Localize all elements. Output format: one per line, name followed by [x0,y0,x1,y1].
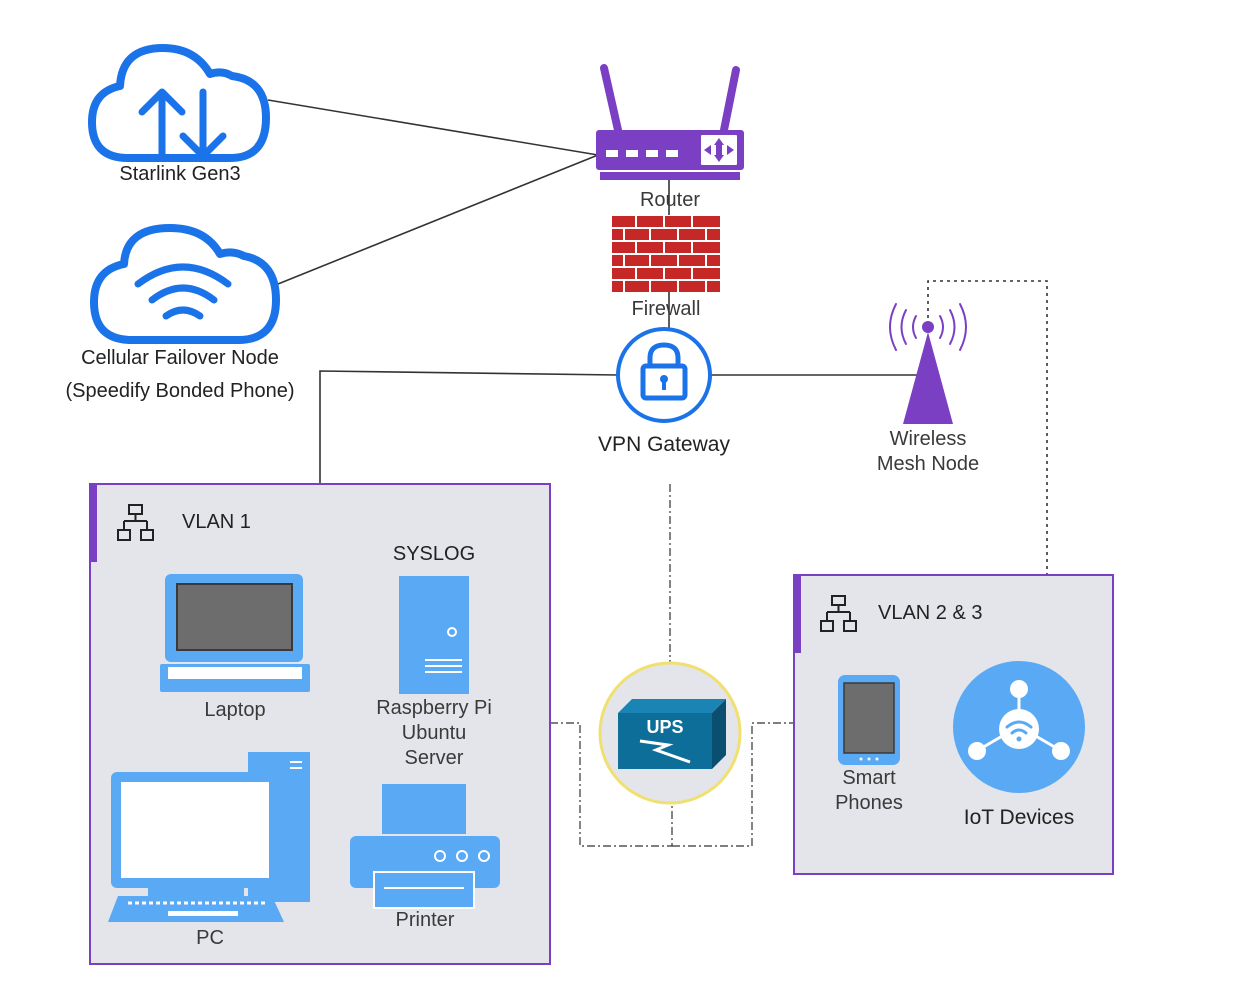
starlink-label: Starlink Gen3 [119,163,241,185]
printer-icon[interactable] [350,784,500,909]
router-antenna-right [720,66,740,134]
lock-body [640,363,688,401]
starlink-cloud-icon[interactable] [88,44,270,162]
syslog-label: SYSLOG [392,543,476,565]
firewall-icon[interactable] [612,216,720,292]
upload-arrow-icon [138,88,186,160]
wifi-center-icon [1005,720,1033,735]
cellular-cloud-icon[interactable] [90,224,280,344]
pc-label: PC [196,927,224,949]
printer-label: Printer [395,909,455,931]
ups-icon[interactable] [598,661,742,805]
vlan23-network-icon [820,595,857,632]
lock-shackle [647,342,681,368]
download-arrow-icon [179,88,227,160]
laptop-label: Laptop [204,699,266,721]
wireless-tower-icon[interactable] [889,303,967,424]
server-label-line3: Server [404,747,464,769]
vlan1-group [89,483,551,965]
server-icon[interactable] [399,576,469,694]
server-label-line1: Raspberry Pi [376,697,492,719]
vpn-gateway-label: VPN Gateway [598,433,730,456]
router-label: Router [639,189,701,211]
laptop-icon[interactable] [160,574,310,692]
link-vpn-vlan1 [319,370,619,484]
vlan23-title: VLAN 2 & 3 [878,602,983,624]
link-cellular-router [277,154,599,285]
link-mesh-vlan23 [927,280,1048,575]
link-starlink-router [267,99,599,156]
firewall-label: Firewall [631,298,701,320]
vlan1-title: VLAN 1 [182,511,251,533]
link-vlan1-ups [550,722,673,847]
phones-label-line1: Smart [842,767,896,789]
router-arrows-icon [704,138,734,162]
router-antenna-left [600,64,622,134]
router-icon[interactable] [596,64,744,180]
cellular-label-line1: Cellular Failover Node [81,347,279,369]
pc-icon[interactable] [108,752,310,922]
vlan1-network-icon [117,504,154,541]
iot-hub-icon[interactable] [953,661,1085,793]
phones-label-line2: Phones [835,792,903,814]
cellular-label-line2: (Speedify Bonded Phone) [65,380,295,402]
smartphone-icon[interactable] [838,675,900,765]
vpn-gateway-icon[interactable] [616,327,712,423]
mesh-label-line1: Wireless [889,428,967,450]
wifi-signal-icon [134,263,232,320]
mesh-label-line2: Mesh Node [876,453,980,475]
vlan23-group [793,574,1114,875]
ups-label: UPS [646,717,684,737]
link-ups-vlan23 [672,722,794,847]
connections [267,99,1048,847]
server-label-line2: Ubuntu [401,722,467,744]
iot-label: IoT Devices [963,806,1075,829]
